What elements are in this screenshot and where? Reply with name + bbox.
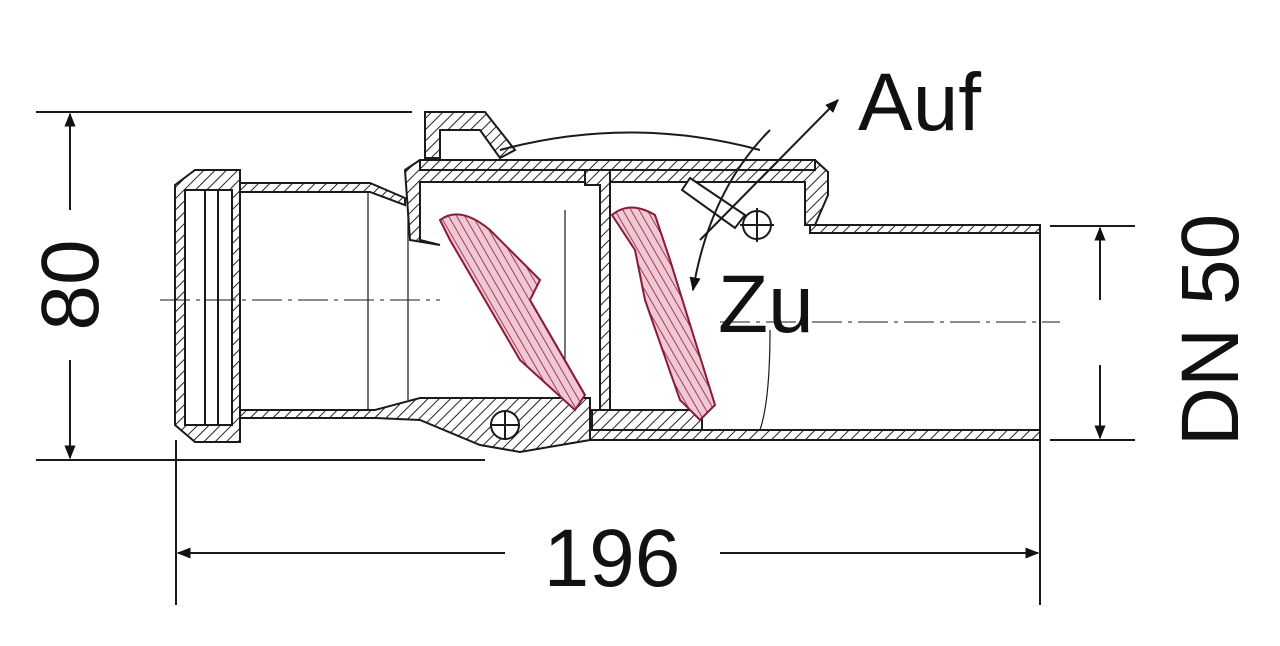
flap-right [610,206,717,422]
height-value: 80 [25,239,116,330]
length-dimension [175,440,1041,605]
open-arrow [699,99,839,241]
closed-label: Zu [718,259,814,350]
inlet-socket [174,169,591,454]
valve-housing [403,111,1041,441]
open-label: Auf [858,57,981,148]
dn-value: DN 50 [1165,214,1256,446]
length-value: 196 [544,513,681,604]
height-dimension [36,111,485,461]
flap-left [438,213,587,412]
closed-arrow [689,129,771,292]
dn-dimension [1050,225,1135,441]
